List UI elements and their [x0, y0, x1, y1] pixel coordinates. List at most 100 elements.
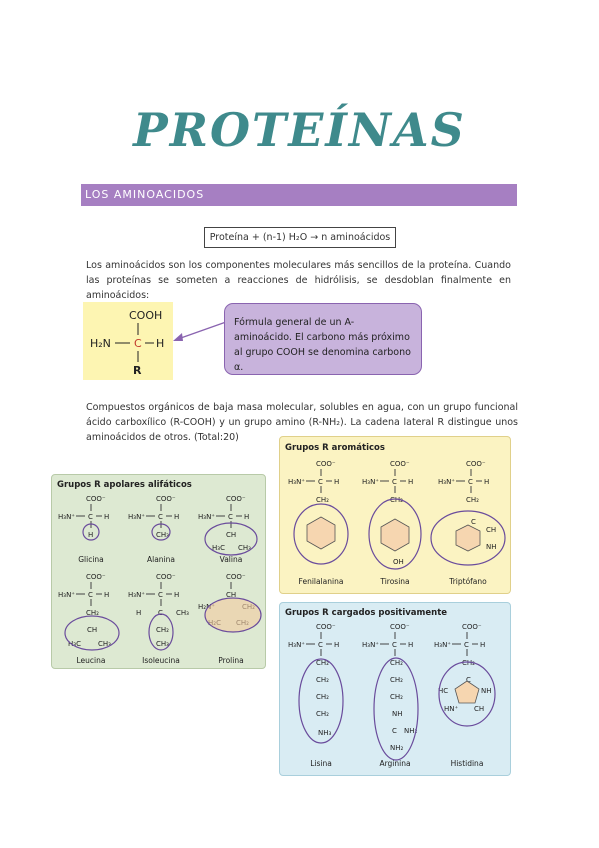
svg-text:COO⁻: COO⁻	[462, 623, 482, 631]
svg-text:H: H	[174, 591, 179, 599]
svg-text:CH₃: CH₃	[238, 544, 251, 552]
amino-name-valina: Valina	[219, 555, 243, 564]
svg-text:H₃N⁺: H₃N⁺	[198, 513, 215, 521]
svg-text:H: H	[408, 641, 413, 649]
svg-text:NH: NH	[392, 710, 403, 718]
svg-text:C: C	[392, 727, 397, 735]
svg-text:H: H	[244, 513, 249, 521]
intro-paragraph: Los aminoácidos son los componentes mole…	[86, 260, 511, 301]
svg-text:C: C	[318, 478, 323, 486]
section-header: LOS AMINOACIDOS	[81, 184, 517, 206]
svg-text:COO⁻: COO⁻	[390, 460, 410, 468]
svg-text:C: C	[158, 609, 163, 617]
formula-amine: H₂N	[90, 337, 111, 350]
svg-text:CH₃: CH₃	[156, 640, 169, 648]
svg-text:H: H	[334, 478, 339, 486]
svg-text:COO⁻: COO⁻	[316, 460, 336, 468]
svg-text:NH: NH	[486, 543, 497, 551]
amino-name-alanina: Alanina	[147, 555, 175, 564]
svg-text:CH₂: CH₂	[462, 659, 475, 667]
svg-text:COO⁻: COO⁻	[86, 495, 106, 503]
svg-text:H: H	[136, 609, 141, 617]
svg-text:CH: CH	[87, 626, 97, 634]
amino-name-triptofano: Triptófano	[449, 577, 487, 586]
svg-text:H₃N⁺: H₃N⁺	[128, 591, 145, 599]
svg-text:C: C	[464, 641, 469, 649]
svg-text:NH₂: NH₂	[404, 727, 418, 735]
svg-text:H₃N⁺: H₃N⁺	[288, 641, 305, 649]
svg-text:H: H	[88, 531, 93, 539]
svg-text:C: C	[471, 518, 476, 526]
svg-text:OH: OH	[393, 558, 404, 566]
svg-text:C: C	[158, 513, 163, 521]
svg-text:CH₂: CH₂	[86, 609, 99, 617]
svg-text:COO⁻: COO⁻	[226, 573, 246, 581]
svg-text:CH₂: CH₂	[390, 659, 403, 667]
svg-text:C: C	[468, 478, 473, 486]
amino-name-fenilalanina: Fenilalanina	[298, 577, 344, 586]
svg-text:CH₂: CH₂	[390, 693, 403, 701]
svg-text:COO⁻: COO⁻	[86, 573, 106, 581]
svg-text:COO⁻: COO⁻	[156, 573, 176, 581]
svg-text:CH₂: CH₂	[316, 496, 329, 504]
description-paragraph: Compuestos orgánicos de baja masa molecu…	[86, 402, 518, 443]
svg-text:CH₂: CH₂	[390, 676, 403, 684]
svg-text:CH₂: CH₂	[316, 676, 329, 684]
formula-cooh: COOH	[129, 309, 162, 322]
amino-name-histidina: Histidina	[450, 759, 484, 768]
svg-text:H: H	[104, 591, 109, 599]
svg-text:H: H	[174, 513, 179, 521]
svg-text:CH₃: CH₃	[176, 609, 189, 617]
svg-text:C: C	[466, 676, 471, 684]
general-formula-diagram: COOH H₂N C H R	[90, 309, 164, 377]
callout-arrow	[173, 321, 227, 341]
aliphatic-panel: Grupos R apolares alifáticos COO⁻ H₃N⁺ C…	[51, 474, 266, 669]
svg-text:CH₂: CH₂	[156, 626, 169, 634]
svg-text:H₃C: H₃C	[68, 640, 81, 648]
svg-text:H: H	[104, 513, 109, 521]
svg-text:CH₂: CH₂	[316, 659, 329, 667]
svg-text:COO⁻: COO⁻	[466, 460, 486, 468]
general-formula-card: COOH H₂N C H R	[83, 302, 173, 380]
svg-text:H₃N⁺: H₃N⁺	[362, 641, 379, 649]
svg-text:CH₂: CH₂	[466, 496, 479, 504]
amino-name-prolina: Prolina	[218, 656, 244, 665]
svg-text:COO⁻: COO⁻	[226, 495, 246, 503]
svg-text:CH₂: CH₂	[316, 693, 329, 701]
svg-text:CH: CH	[486, 526, 496, 534]
section-header-label: LOS AMINOACIDOS	[85, 188, 205, 201]
alpha-carbon-callout: Fórmula general de un A-aminoácido. El c…	[224, 303, 422, 375]
amino-name-lisina: Lisina	[310, 759, 332, 768]
svg-text:H₃N⁺: H₃N⁺	[58, 513, 75, 521]
amino-name-tirosina: Tirosina	[380, 577, 410, 586]
svg-text:H₃N⁺: H₃N⁺	[58, 591, 75, 599]
svg-text:H: H	[408, 478, 413, 486]
svg-text:CH₂: CH₂	[390, 496, 403, 504]
svg-text:CH: CH	[474, 705, 484, 713]
svg-text:H₃C: H₃C	[212, 544, 225, 552]
svg-text:NH₂: NH₂	[390, 744, 404, 752]
svg-text:H₂N⁺: H₂N⁺	[198, 603, 215, 611]
amino-name-arginina: Arginina	[379, 759, 411, 768]
svg-text:C: C	[392, 641, 397, 649]
formula-carbon: C	[134, 337, 142, 350]
svg-text:NH₃: NH₃	[318, 729, 332, 737]
svg-text:C: C	[318, 641, 323, 649]
svg-text:COO⁻: COO⁻	[390, 623, 410, 631]
svg-text:H₃N⁺: H₃N⁺	[438, 478, 455, 486]
svg-text:H₃N⁺: H₃N⁺	[434, 641, 451, 649]
svg-text:C: C	[158, 591, 163, 599]
svg-text:CH₃: CH₃	[98, 640, 111, 648]
amino-name-isoleucina: Isoleucina	[142, 656, 180, 665]
positive-panel: Grupos R cargados positivamente COO⁻ H₃N…	[279, 602, 511, 776]
svg-text:COO⁻: COO⁻	[156, 495, 176, 503]
svg-text:H: H	[484, 478, 489, 486]
svg-text:H: H	[480, 641, 485, 649]
svg-text:CH₃: CH₃	[156, 531, 169, 539]
svg-text:C: C	[392, 478, 397, 486]
svg-text:HC: HC	[438, 687, 448, 695]
svg-text:C: C	[228, 513, 233, 521]
